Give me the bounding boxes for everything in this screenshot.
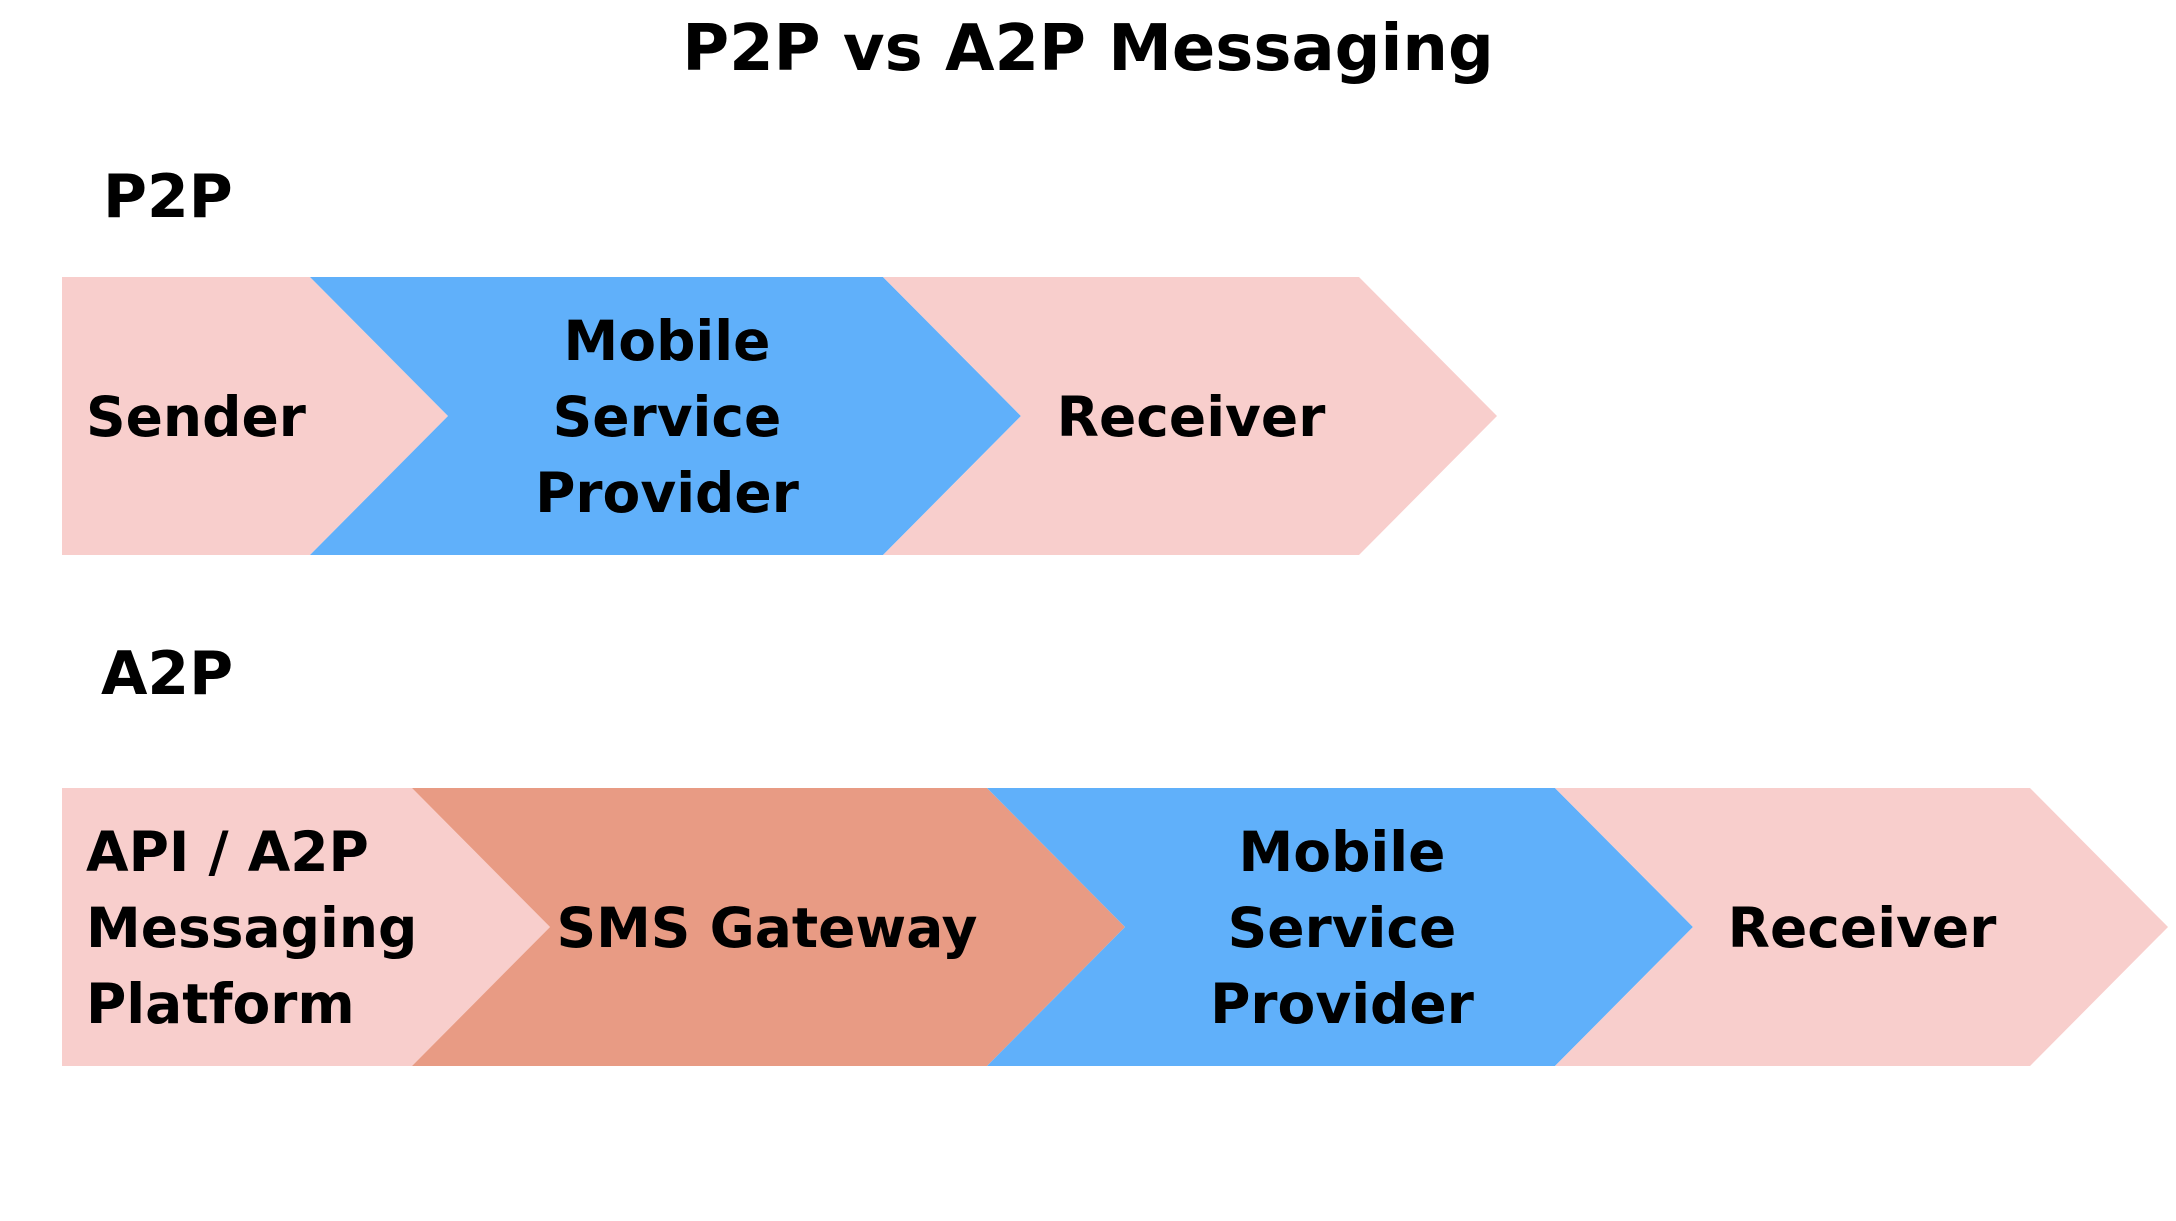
p2p-receiver-chevron <box>883 277 1497 555</box>
a2p-receiver-label: Receiver <box>1728 896 1997 960</box>
a2p-sms-gateway-chevron <box>412 788 1125 1066</box>
diagram-title: P2P vs A2P Messaging <box>682 12 1494 86</box>
a2p-mobile-service-provider-chevron <box>987 788 1693 1066</box>
p2p-section-label: P2P <box>103 162 233 232</box>
a2p-sms-gateway-label: SMS Gateway <box>556 896 977 960</box>
a2p-api-a2p-messaging-platform-chevron <box>62 788 550 1066</box>
a2p-receiver-chevron <box>1555 788 2168 1066</box>
p2p-sender-label: Sender <box>86 385 306 449</box>
p2p-sender-chevron <box>62 277 448 555</box>
p2p-mobile-service-provider-chevron <box>310 277 1021 555</box>
p2p-receiver-label: Receiver <box>1057 385 1326 449</box>
a2p-section-label: A2P <box>101 639 233 709</box>
